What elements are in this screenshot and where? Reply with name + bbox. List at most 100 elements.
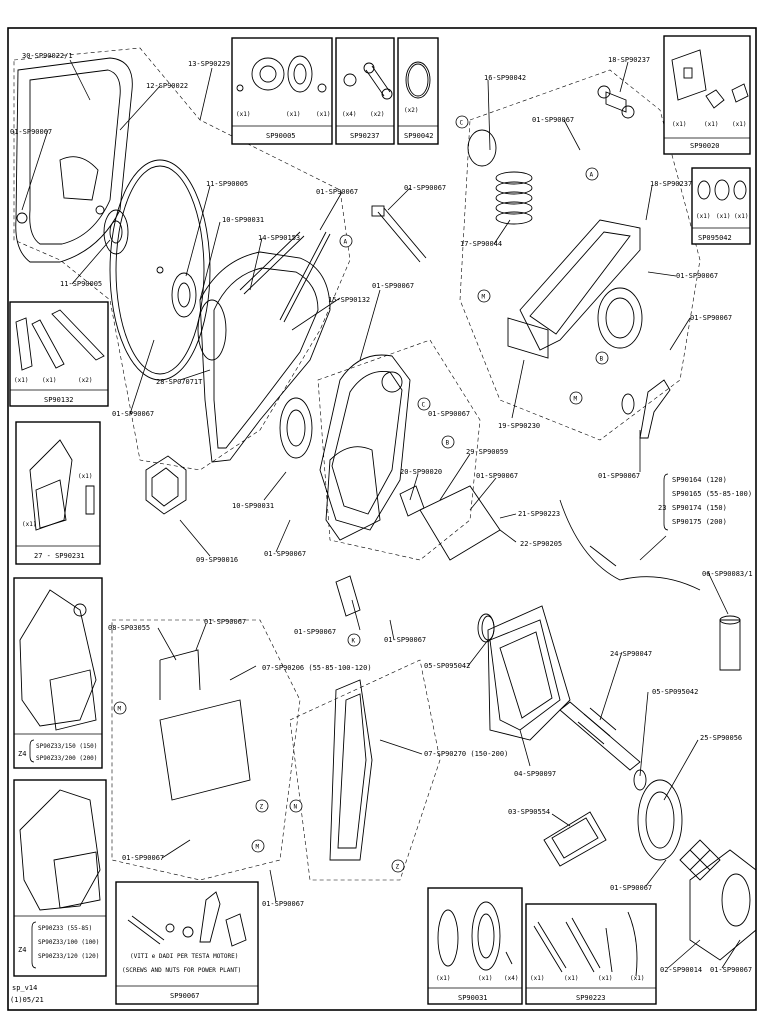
callout-n: N <box>294 804 298 811</box>
kit-sp90231: (x1) (x1) 27 - SP90231 <box>15 421 101 565</box>
kit-sp90132: (x1) (x1) (x2) SP90132 <box>9 301 109 407</box>
label-29: 29-SP90059 <box>466 448 508 456</box>
svg-text:(x1): (x1) <box>696 213 710 220</box>
side-box-z4b: Z4 SP90Z33 (55-85) SP90Z33/100 (100) SP9… <box>13 779 107 977</box>
svg-text:SP90Z33/150 (150): SP90Z33/150 (150) <box>36 743 97 750</box>
svg-text:SP90Z33 (55-85): SP90Z33 (55-85) <box>38 925 92 932</box>
label-21: 21-SP90223 <box>518 510 560 518</box>
svg-text:(x1): (x1) <box>22 521 36 528</box>
label-30: 30-SP90022/1 <box>22 52 73 60</box>
label-01-s: 01-SP90067 <box>598 472 640 480</box>
label-01-o: 01-SP90067 <box>262 900 304 908</box>
callout-b2: B <box>600 356 604 363</box>
label-15: 15-SP90132 <box>328 296 370 304</box>
label-01-h: 01-SP90067 <box>476 472 518 480</box>
svg-text:SP90042: SP90042 <box>404 132 434 140</box>
label-01-d: 01-SP90067 <box>372 282 414 290</box>
svg-text:SP90031: SP90031 <box>458 994 488 1002</box>
svg-text:(x1): (x1) <box>630 975 644 982</box>
sheet-frame <box>7 27 757 1011</box>
svg-text:SP90067: SP90067 <box>170 992 200 1000</box>
label-22: 22-SP90205 <box>520 540 562 548</box>
svg-text:SP90005: SP90005 <box>266 132 296 140</box>
callout-bubbles: A A B B C C K M M Z Z M M N <box>113 115 609 873</box>
leader-lines <box>21 59 741 969</box>
callout-a2: A <box>590 172 594 179</box>
svg-text:(x1): (x1) <box>732 121 746 128</box>
svg-text:(x1): (x1) <box>598 975 612 982</box>
part-labels: 30-SP90022/1 01-SP90067 12-SP90022 13-SP… <box>10 52 753 974</box>
callout-z1: Z <box>260 804 264 811</box>
label-07-a: 07-SP90206 (55-85-100-120) <box>262 664 372 672</box>
callout-m3: M <box>118 706 122 713</box>
kit-sp90005: (x1) (x1) (x1) SP90005 <box>231 37 333 145</box>
label-24: 24-SP90047 <box>610 650 652 658</box>
label-03: 03-SP90554 <box>508 808 550 816</box>
label-01-q: 01-SP90067 <box>676 272 718 280</box>
svg-text:SP90164 (120): SP90164 (120) <box>672 476 727 484</box>
label-11-b: 11-SP90005 <box>60 280 102 288</box>
label-12: 12-SP90022 <box>146 82 188 90</box>
callout-m2: M <box>574 396 578 403</box>
label-01-e: 01-SP90067 <box>112 410 154 418</box>
svg-text:(x1): (x1) <box>286 111 300 118</box>
callout-k: K <box>352 638 356 645</box>
side-box-z4a: Z4 SP90Z33/150 (150) SP90Z33/200 (200) <box>13 577 103 769</box>
label-01-r: 01-SP90067 <box>690 314 732 322</box>
callout-m1: M <box>482 294 486 301</box>
svg-text:(VITI e DADI PER TESTA MOTORE): (VITI e DADI PER TESTA MOTORE) <box>130 953 238 960</box>
label-28: 28-SP07071T <box>156 378 203 386</box>
footer-date: (1)05/21 <box>10 996 44 1004</box>
label-09: 09-SP90016 <box>196 556 238 564</box>
callout-c2: C <box>422 402 426 409</box>
label-01-b: 01-SP90067 <box>316 188 358 196</box>
label-01-j: 01-SP90067 <box>384 636 426 644</box>
svg-text:(x4): (x4) <box>342 111 356 118</box>
callout-a1: A <box>344 239 348 246</box>
svg-text:(x1): (x1) <box>78 473 92 480</box>
label-20: 20-SP90020 <box>400 468 442 476</box>
svg-text:(x1): (x1) <box>530 975 544 982</box>
label-10-a: 10-SP90031 <box>222 216 264 224</box>
svg-text:(x1): (x1) <box>316 111 330 118</box>
svg-text:Z4: Z4 <box>18 946 26 954</box>
kit-sp90020: (x1) (x1) (x1) SP90020 <box>663 35 751 155</box>
svg-text:(x1): (x1) <box>14 377 28 384</box>
label-16: 16-SP90042 <box>484 74 526 82</box>
kit-sp095042: (x1) (x1) (x1) SP095042 <box>691 167 751 245</box>
label-01-g: 01-SP90067 <box>264 550 306 558</box>
label-01-f: 01-SP90067 <box>428 410 470 418</box>
label-04: 04-SP90097 <box>514 770 556 778</box>
label-11-a: 11-SP90005 <box>206 180 248 188</box>
callout-c1: C <box>460 120 464 127</box>
label-06: 06-SP90083/1 <box>702 570 753 578</box>
callout-m4: M <box>256 844 260 851</box>
label-10-b: 10-SP90031 <box>232 502 274 510</box>
svg-text:(x1): (x1) <box>734 213 748 220</box>
label-08: 08-SP03055 <box>108 624 150 632</box>
svg-text:(x1): (x1) <box>564 975 578 982</box>
label-07-b: 07-SP90270 (150-200) <box>424 750 508 758</box>
label-18-a: 18-SP90237 <box>608 56 650 64</box>
callout-b1: B <box>446 440 450 447</box>
variants-23: SP90164 (120) SP90165 (55-85-100) SP9017… <box>663 473 752 531</box>
label-13: 13-SP90229 <box>188 60 230 68</box>
svg-text:(x4): (x4) <box>504 975 518 982</box>
label-01-c: 01-SP90067 <box>404 184 446 192</box>
main-arm-group <box>111 69 757 961</box>
kit-sp90237: (x4) (x2) SP90237 <box>335 37 395 145</box>
label-01-l: 01-SP90067 <box>610 884 652 892</box>
label-01-i: 01-SP90067 <box>294 628 336 636</box>
label-02: 02-SP90014 <box>660 966 702 974</box>
callout-z2: Z <box>396 864 400 871</box>
label-18-b: 18-SP90237 <box>650 180 692 188</box>
svg-text:(x2): (x2) <box>404 107 418 114</box>
svg-text:SP90165 (55-85-100): SP90165 (55-85-100) <box>672 490 752 498</box>
label-01-p: 01-SP90067 <box>532 116 574 124</box>
kit-sp90042: (x2) SP90042 <box>397 37 439 145</box>
label-01-a: 01-SP90067 <box>10 128 52 136</box>
svg-text:(x1): (x1) <box>42 377 56 384</box>
blade-guard-group <box>13 47 427 515</box>
svg-text:(x2): (x2) <box>370 111 384 118</box>
label-05-b: 05-SP095042 <box>652 688 698 696</box>
